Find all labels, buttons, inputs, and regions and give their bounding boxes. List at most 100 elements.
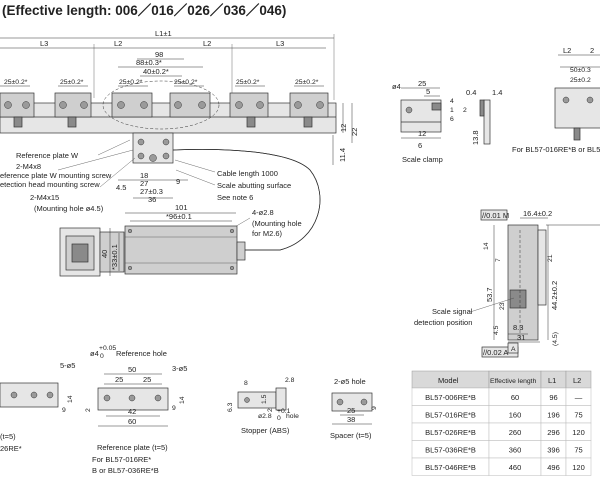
st-hole: ø2.8 (258, 413, 272, 420)
table-cell: 396 (547, 446, 560, 455)
st-h6-3: 6.3 (227, 402, 234, 412)
p1-cap2: 26RE* (0, 444, 22, 453)
rt-d2: 2 (590, 46, 594, 55)
page-title: (Effective length: 006／016／026／036／046) (2, 3, 286, 18)
st-h2: 2 (267, 408, 274, 412)
scale-abut-label: Scale abutting surface (217, 181, 291, 190)
rp-cap2: For BL57-016RE* (92, 455, 151, 464)
datum-a: A (511, 346, 516, 353)
dim-25-f: 25±0.2* (295, 79, 319, 86)
right-top-detail: L2 2 50±0.3 25±0.2 For BL57-016RE*B or B… (512, 46, 600, 154)
st-caption: Stopper (ABS) (241, 426, 290, 435)
rp-hole: ø4 (90, 349, 99, 358)
rt-d50: 50±0.3 (570, 67, 591, 74)
detection-screw-label: etection head mounting screw (0, 180, 100, 189)
dim-h11-4: 11.4 (338, 148, 347, 162)
st-w8: 8 (244, 380, 248, 387)
sp-caption: Spacer (t=5) (330, 431, 372, 440)
l1-dim: L1±1 (155, 29, 172, 38)
scale-clamp-caption: Scale clamp (402, 155, 443, 164)
table-cell: 96 (549, 393, 557, 402)
rp-h2: 2 (85, 408, 92, 412)
rp-holes: 3-ø5 (172, 364, 187, 373)
ref-plate-screw-label: eference plate W mounting screw (0, 171, 112, 180)
dim-18: 18 (140, 171, 148, 180)
clamp-h2: 2 (463, 107, 467, 114)
tol-flatness-1: //0.01 M (482, 211, 509, 220)
rp-w60: 60 (128, 417, 136, 426)
st-hole-word: hole (286, 413, 299, 420)
clamp-h4: 4 (450, 98, 454, 105)
sv-w31: 31 (517, 333, 525, 342)
stopper: 8 2.8 6.3 1.5 2 ø2.8 +0.1 0 hole Stopper… (227, 377, 299, 435)
rp-h9: 9 (172, 405, 176, 412)
rp-h14: 14 (179, 396, 186, 404)
sv-h23: 23 (499, 302, 506, 310)
dim-h40: 40 (100, 250, 109, 258)
clamp-w25: 25 (418, 79, 426, 88)
rp-w25b: 25 (143, 375, 151, 384)
bottom-plate-left: 5-ø5 9 14 (t=5) 26RE* (0, 361, 75, 453)
dim-25-c: 25±0.2* (119, 79, 143, 86)
scale-clamp: ø4 25 5 4 1 6 2 12 6 Scale clamp 0.4 1.4… (392, 79, 502, 164)
dim-4-5: 4.5 (116, 183, 126, 192)
table-cell: BL57-016RE*B (425, 411, 476, 420)
rp-cap3: B or BL57-036RE*B (92, 466, 159, 475)
table-cell: 260 (509, 428, 522, 437)
clamp-d4: ø4 (392, 82, 401, 91)
p1-h9: 9 (62, 407, 66, 414)
clamp-h6: 6 (450, 116, 454, 123)
ref-plate-w-label: Reference plate W (16, 151, 79, 160)
rp-hole-tol2: 0 (100, 353, 104, 360)
rp-cap1: Reference plate (t=5) (97, 443, 168, 452)
dim-25-d: 25±0.2* (174, 79, 198, 86)
sv-w8-3: 8.3 (513, 323, 523, 332)
dim-40: 40±0.2* (143, 67, 169, 76)
rp-hole-tol: +0.05 (99, 345, 116, 352)
dim-h12: 12 (339, 124, 348, 132)
th-l1: L1 (548, 376, 556, 385)
st-hole-tol: +0.1 (277, 408, 291, 415)
rp-w50: 50 (128, 365, 136, 374)
table-cell: 196 (547, 411, 560, 420)
table-cell: BL57-046RE*B (425, 463, 476, 472)
dim-36: 36 (148, 195, 156, 204)
table-cell: — (575, 393, 583, 402)
table-cell: 360 (509, 446, 522, 455)
dim-25-b: 25±0.2* (60, 79, 84, 86)
dim-98: 98 (155, 50, 163, 59)
clamp-w5: 5 (426, 87, 430, 96)
rt-caption: For BL57-016RE*B or BL5 (512, 145, 600, 154)
dim-27-tol: 27±0.3 (140, 187, 163, 196)
sv-h53-7: 53.7 (485, 287, 494, 302)
clamp-h13-8: 13.8 (471, 130, 480, 145)
note6-label: See note 6 (217, 193, 253, 202)
detector-unit: 101 *96±0.1 4-ø2.8 (Mounting hole for M2… (59, 203, 302, 277)
sp-h9: 9 (371, 406, 378, 410)
table-cell: 120 (572, 463, 585, 472)
reference-plate: ø4 +0.05 0 Reference hole 3-ø5 50 25 25 … (85, 345, 187, 475)
p1-cap1: (t=5) (0, 432, 16, 441)
sp-w25: 25 (347, 406, 355, 415)
table-cell: 60 (511, 393, 519, 402)
th-l2: L2 (573, 376, 581, 385)
dim-9: 9 (176, 177, 180, 186)
detector-hole-sub2: for M2.6) (252, 229, 283, 238)
p1-holes: 5-ø5 (60, 361, 75, 370)
rp-w42: 42 (128, 407, 136, 416)
tol-flatness-2: //0.02 A (483, 348, 508, 357)
model-table: Model Effective length L1 L2 BL57-006RE*… (411, 370, 592, 476)
clamp-w12: 12 (418, 129, 426, 138)
table-cell: 160 (509, 411, 522, 420)
clamp-w1-4: 1.4 (492, 88, 502, 97)
sv-h4-5a: 4.5 (493, 325, 500, 335)
table-cell: BL57-036RE*B (425, 446, 476, 455)
mount-hole-label: (Mounting hole ø4.5) (34, 204, 104, 213)
cable-label: Cable length 1000 (217, 169, 278, 178)
table-cell: 75 (574, 446, 582, 455)
table-cell: 296 (547, 428, 560, 437)
st-hole-tol2: 0 (277, 415, 281, 422)
